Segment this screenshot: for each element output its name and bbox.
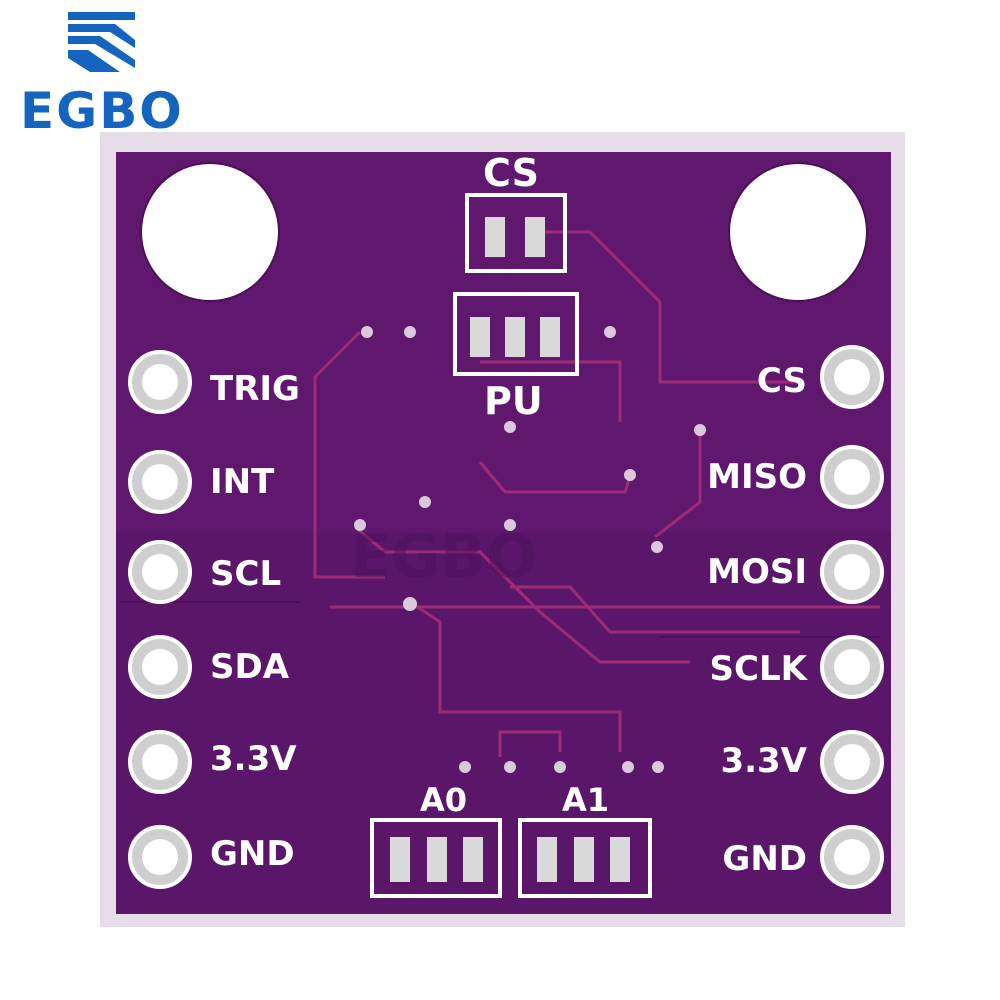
a1-jumper-outline [518,818,652,898]
left-pin-label-int: INT [210,462,275,502]
right-pin-label-cs: CS [756,361,807,401]
a0-jumper-pad-2 [427,837,447,882]
right-pin-label-sclk: SCLK [709,649,807,689]
logo-mark-icon [68,12,135,72]
pcb-traces [313,230,880,757]
pu-jumper-label: PU [484,379,543,423]
a1-jumper-pad-1 [537,837,557,882]
cs-jumper-outline [465,193,567,273]
pu-jumper-pad-3 [540,317,560,357]
brand-name: EGBO [20,82,184,140]
left-pin-pads [128,350,192,889]
left-pin-label-gnd: GND [210,834,295,874]
left-pin-label-scl: SCL [210,554,282,594]
mounting-hole-left [142,164,278,300]
brand-logo: EGBO [10,10,200,140]
a0-jumper-label: A0 [420,781,468,819]
pcb-vias [354,326,706,773]
left-pin-label-sda: SDA [210,647,290,687]
right-pin-label-mosi: MOSI [707,552,807,592]
pu-jumper-pad-1 [470,317,490,357]
pcb-board: EGBO CS PU A0 A1 TRIG INT SCL SDA 3.3V G… [100,132,905,927]
cs-jumper-pad-1 [485,217,505,257]
brand-watermark: EGBO [350,522,537,592]
right-pin-label-miso: MISO [707,457,807,497]
a1-jumper-label: A1 [562,781,610,819]
pu-jumper-outline [453,292,579,376]
pcb-graphic [100,132,905,927]
left-pin-label-3v3: 3.3V [210,739,297,779]
pu-jumper-pad-2 [505,317,525,357]
right-pin-label-gnd: GND [722,839,807,879]
mounting-hole-right [730,164,866,300]
a0-jumper-pad-3 [463,837,483,882]
cs-jumper-pad-2 [525,217,545,257]
cs-jumper-label: CS [483,151,539,195]
a1-jumper-pad-3 [610,837,630,882]
a0-jumper-outline [370,818,502,898]
left-pin-label-trig: TRIG [210,369,300,409]
a0-jumper-pad-1 [390,837,410,882]
right-pin-pads [820,345,884,889]
a1-jumper-pad-2 [574,837,594,882]
right-pin-label-3v3: 3.3V [720,741,807,781]
